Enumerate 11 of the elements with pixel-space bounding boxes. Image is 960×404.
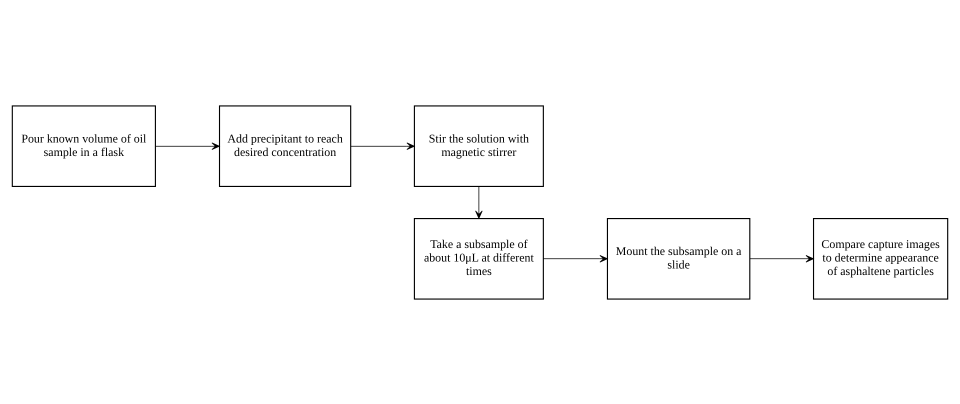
- arrow: [543, 254, 608, 262]
- node-box: Take a subsample of about 10μL at different times: [414, 217, 544, 300]
- node-box: Pour known volume of oil sample in a flask: [12, 104, 156, 187]
- node-box: Mount the subsample on a slide: [606, 217, 750, 300]
- arrow: [475, 186, 483, 218]
- node-box: Add precipitant to reach desired concentration: [218, 104, 352, 187]
- node-box: Stir the solution with magnetic stirrer: [414, 104, 544, 187]
- arrow: [350, 142, 415, 150]
- node-box: Compare capture images to determine appearance of asphaltene particles: [812, 217, 948, 300]
- arrow: [155, 142, 220, 150]
- arrow: [749, 254, 814, 262]
